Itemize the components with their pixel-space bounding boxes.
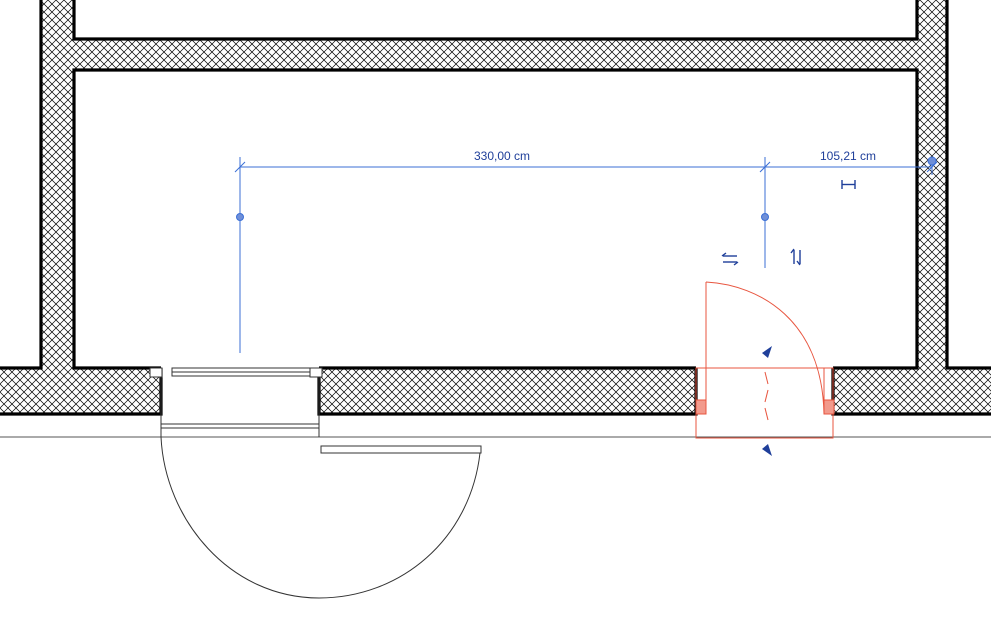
wall-bottom-middle[interactable] (319, 368, 696, 414)
dimension-grip-right[interactable] (927, 156, 937, 166)
wall-bottom-left[interactable] (0, 368, 161, 414)
flip-horizontal-icon[interactable] (721, 252, 739, 266)
wall-top[interactable] (41, 39, 947, 70)
wall-bottom-right[interactable] (833, 368, 991, 414)
wall-left[interactable] (41, 0, 74, 368)
dimension-lines[interactable] (234, 156, 938, 353)
walls[interactable] (0, 0, 991, 414)
dimension-label-105[interactable]: 105,21 cm (820, 149, 876, 163)
wall-right[interactable] (917, 0, 947, 368)
flip-facing-arrow-icon[interactable] (762, 346, 772, 456)
dimension-grip-middle[interactable] (761, 213, 769, 221)
flip-vertical-icon[interactable] (790, 248, 801, 266)
dimension-lock-icon[interactable] (841, 180, 856, 189)
dimension-grip-left[interactable] (236, 213, 244, 221)
selected-door[interactable] (695, 281, 835, 439)
entry-door-left[interactable] (149, 367, 482, 599)
dimension-label-330[interactable]: 330,00 cm (474, 149, 530, 163)
